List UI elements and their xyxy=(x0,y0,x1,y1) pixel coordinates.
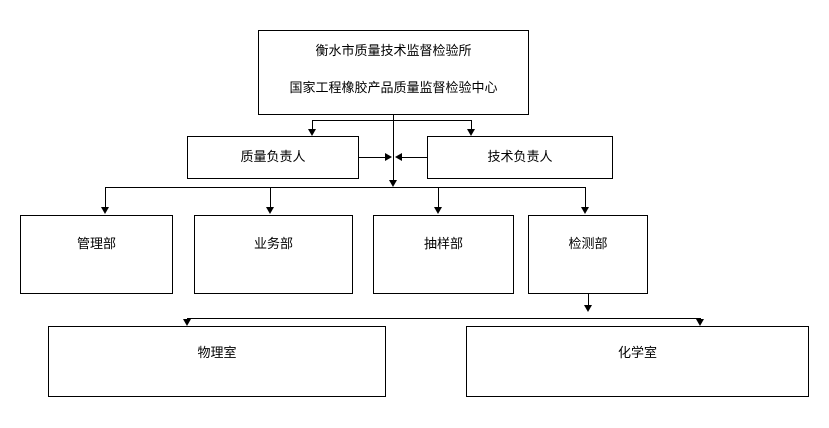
node-root-institute[interactable]: 衡水市质量技术监督检验所 国家工程橡胶产品质量监督检验中心 xyxy=(258,30,529,115)
arrow-down-icon-test-to-lab-bar xyxy=(584,305,592,312)
connector-bar-to-business xyxy=(270,187,271,208)
connector-center-spine xyxy=(393,115,394,181)
node-department-management[interactable]: 管理部 xyxy=(20,215,173,294)
arrow-left-icon-technical-to-spine xyxy=(395,153,402,161)
connector-technical-to-spine xyxy=(402,157,428,158)
connector-root-to-technical-line xyxy=(471,120,472,130)
arrow-down-icon-to-manage xyxy=(101,207,109,214)
arrow-down-icon-spine-to-departments xyxy=(389,180,397,187)
node-root-line1: 衡水市质量技术监督检验所 xyxy=(315,44,472,59)
connector-bar-to-sample xyxy=(438,187,439,208)
arrow-down-icon-to-quality xyxy=(308,129,316,136)
node-department-business-label: 业务部 xyxy=(253,237,293,252)
connector-root-to-quality-line xyxy=(312,120,313,130)
connector-quality-to-spine xyxy=(359,157,386,158)
arrow-down-icon-to-technical xyxy=(467,129,475,136)
arrow-down-icon-to-business xyxy=(266,207,274,214)
node-quality-manager-label: 质量负责人 xyxy=(240,149,306,165)
arrow-down-icon-to-sample xyxy=(434,207,442,214)
node-technical-manager-label: 技术负责人 xyxy=(487,149,553,165)
connector-root-horizontal-bar xyxy=(312,120,472,121)
node-lab-chemistry-label: 化学室 xyxy=(617,346,657,361)
node-department-testing-label: 检测部 xyxy=(568,237,608,252)
arrow-right-icon-quality-to-spine xyxy=(385,153,392,161)
node-lab-physics-label: 物理室 xyxy=(197,346,237,361)
node-lab-physics[interactable]: 物理室 xyxy=(48,326,386,397)
arrow-down-icon-to-test xyxy=(581,207,589,214)
arrow-down-icon-to-chemistry xyxy=(696,319,704,326)
node-department-management-label: 管理部 xyxy=(76,237,116,252)
node-department-testing[interactable]: 检测部 xyxy=(528,215,648,294)
node-technical-manager[interactable]: 技术负责人 xyxy=(427,136,613,179)
node-quality-manager[interactable]: 质量负责人 xyxy=(187,136,359,179)
node-department-business[interactable]: 业务部 xyxy=(194,215,353,294)
arrow-down-icon-to-physics xyxy=(183,319,191,326)
connector-test-to-lab-bar xyxy=(588,294,589,306)
node-lab-chemistry[interactable]: 化学室 xyxy=(466,326,809,397)
connector-department-bar xyxy=(105,187,586,188)
connector-lab-bar xyxy=(187,318,701,319)
node-department-sampling[interactable]: 抽样部 xyxy=(373,215,514,294)
node-root-line2: 国家工程橡胶产品质量监督检验中心 xyxy=(289,80,498,96)
connector-bar-to-test xyxy=(585,187,586,208)
connector-bar-to-manage xyxy=(105,187,106,208)
node-department-sampling-label: 抽样部 xyxy=(423,237,463,252)
